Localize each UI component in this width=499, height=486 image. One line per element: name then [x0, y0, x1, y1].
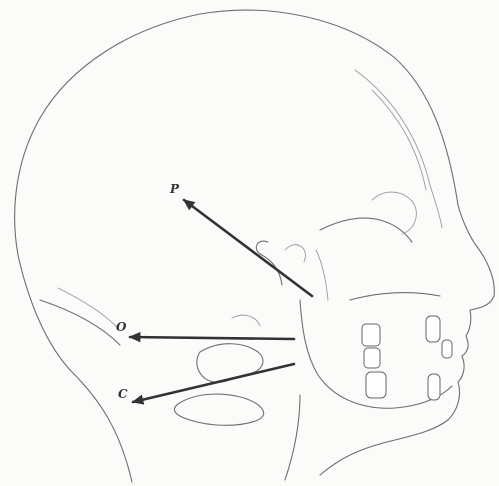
skull-outline [15, 10, 458, 482]
neck-front-line [285, 395, 300, 480]
vertebra-2 [174, 394, 263, 425]
zygomatic-arch [320, 218, 412, 242]
neck-back-line [40, 300, 120, 345]
face-profile [320, 205, 494, 475]
vector-c-arrow [133, 364, 294, 402]
ramus [316, 250, 328, 300]
orbit [372, 192, 416, 234]
nape-line [58, 288, 118, 328]
teeth [362, 316, 452, 400]
vector-p-label: P [169, 182, 180, 196]
vertebra [197, 344, 263, 383]
maxilla-line [350, 293, 440, 300]
vector-c-label: C [118, 387, 128, 401]
vector-p-arrow [184, 200, 312, 296]
cranial-inner-line-2 [372, 90, 426, 190]
vector-o-arrow [130, 337, 294, 339]
hyoid [232, 315, 260, 326]
vector-o-label: O [116, 320, 127, 334]
ear-inner [285, 245, 305, 262]
cranial-inner-line [355, 70, 442, 228]
